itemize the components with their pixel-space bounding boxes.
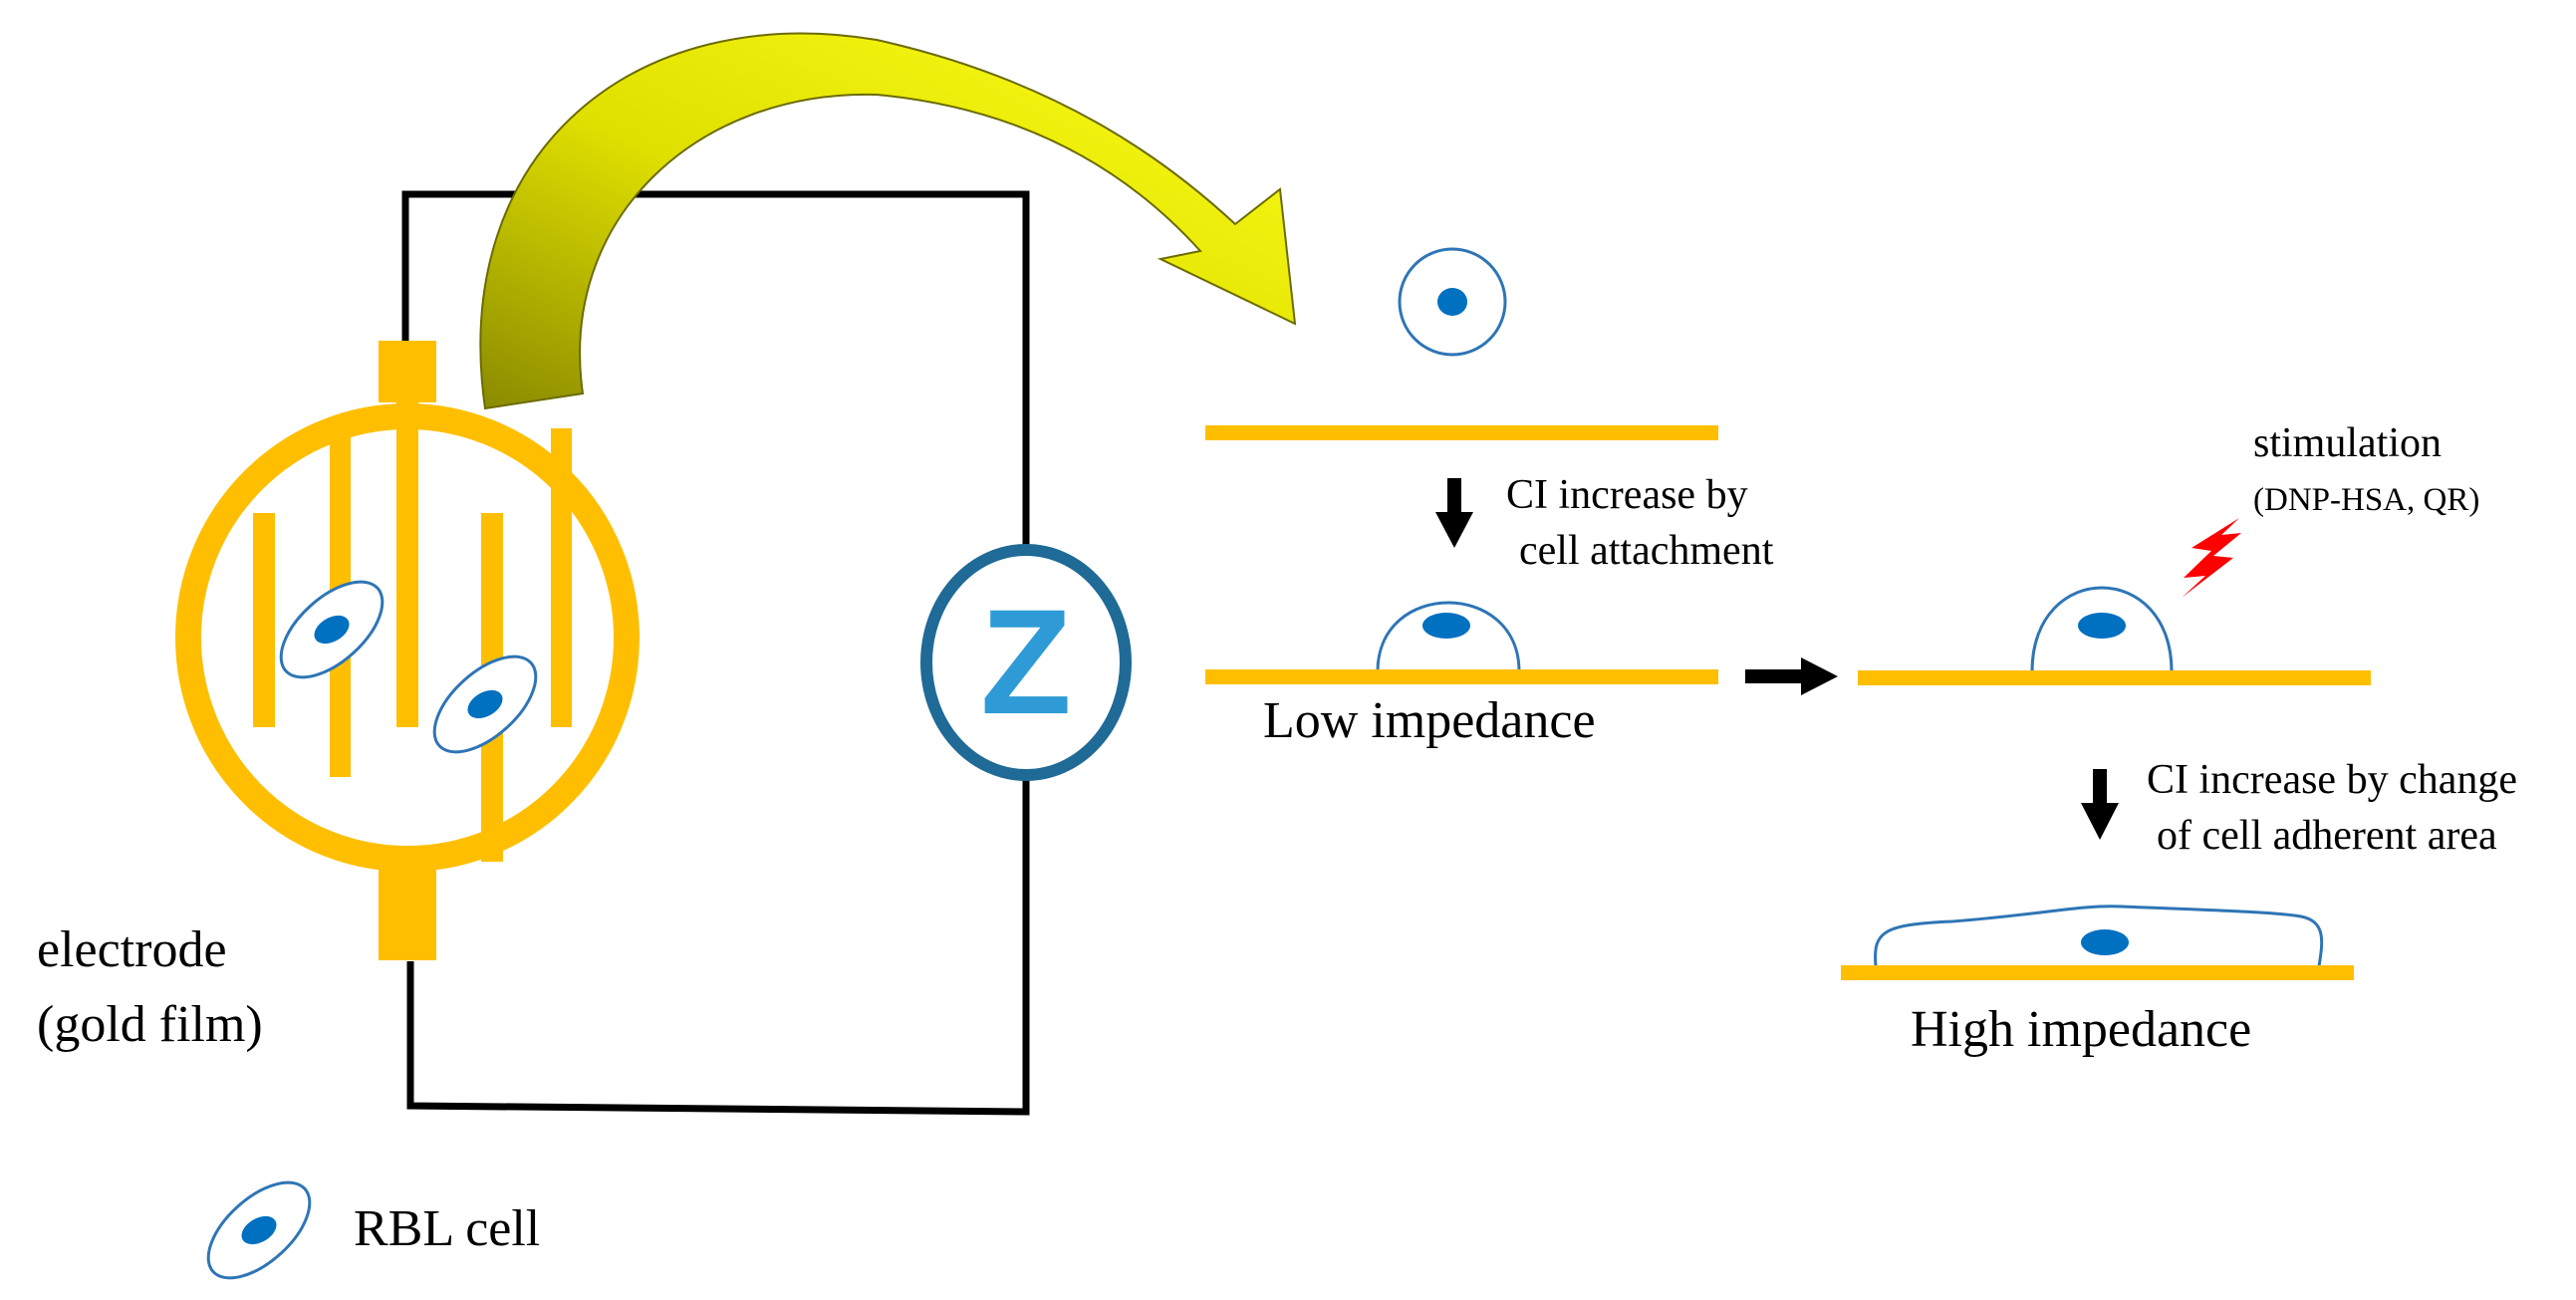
cell-icon — [1376, 601, 1521, 672]
ci-attach-label-2: cell attachment — [1519, 528, 1774, 574]
electrode-label-2: (gold film) — [37, 996, 263, 1053]
impedance-meter-icon: Z — [920, 544, 1132, 781]
ci-attach-label-1: CI increase by — [1506, 472, 1748, 518]
circuit-wire — [401, 190, 1030, 546]
cell-icon — [432, 654, 538, 754]
cell-icon — [2030, 586, 2174, 672]
lightning-icon — [2182, 518, 2241, 598]
cell-icon — [1398, 247, 1507, 357]
high-impedance-label: High impedance — [1911, 1001, 2251, 1058]
legend-rbl-label: RBL cell — [354, 1200, 540, 1257]
ci-area-label-2: of cell adherent area — [2157, 813, 2497, 859]
gold-film-bar — [1858, 670, 2371, 685]
cell-icon — [206, 1180, 312, 1280]
circuit-wire-lower — [406, 779, 1030, 1116]
gold-film-bar — [1205, 669, 1718, 684]
down-arrow-icon — [2081, 769, 2119, 840]
stimulation-label: stimulation — [2253, 420, 2442, 466]
electrode-label-1: electrode — [37, 921, 227, 978]
low-impedance-label: Low impedance — [1263, 692, 1596, 749]
cell-icon — [1874, 905, 2324, 967]
down-arrow-icon — [1435, 478, 1473, 548]
legend-rbl-cell: RBL cell — [206, 1180, 540, 1280]
cell-icon — [279, 580, 385, 679]
electrode-icon — [175, 341, 640, 960]
gold-film-bar — [1205, 425, 1718, 440]
stimulation-agents-label: (DNP-HSA, QR) — [2253, 482, 2479, 518]
ci-area-label-1: CI increase by change — [2147, 757, 2517, 803]
impedance-symbol: Z — [980, 578, 1072, 745]
gold-film-bar — [1841, 965, 2354, 980]
right-arrow-icon — [1745, 657, 1838, 695]
curved-arrow-icon — [479, 32, 1297, 410]
